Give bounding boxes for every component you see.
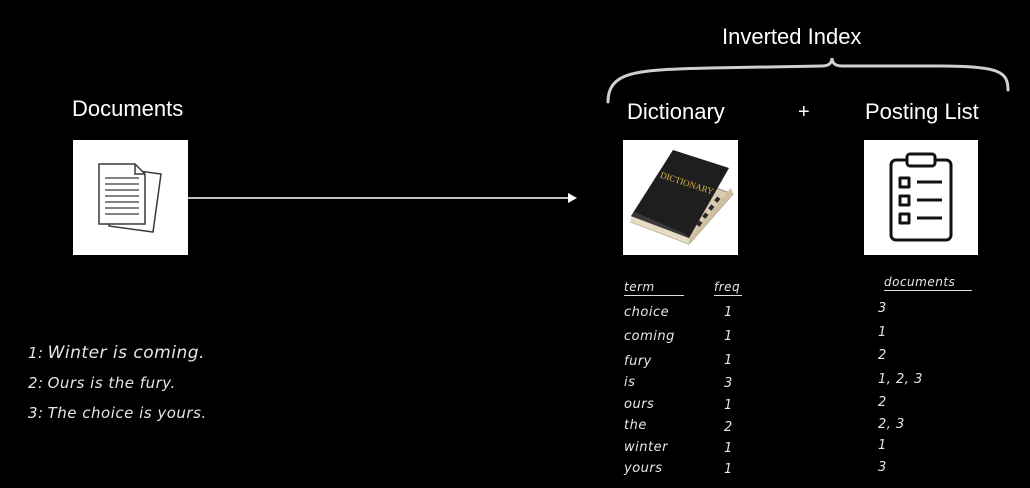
table-cell-docs: 2 <box>878 348 887 363</box>
table-cell-docs: 1 <box>878 438 887 453</box>
freq-header: freq <box>714 280 742 296</box>
dictionary-label: Dictionary <box>627 99 725 124</box>
table-row: coming <box>624 329 675 344</box>
table-row: the <box>624 418 647 433</box>
index-brace <box>606 58 1010 104</box>
table-row: ours <box>624 397 655 412</box>
table-cell-docs: 3 <box>878 460 887 475</box>
documents-title: Documents <box>72 96 184 121</box>
table-cell-docs: 2, 3 <box>878 417 905 432</box>
document-stack-icon <box>98 163 162 233</box>
table-row: winter <box>624 440 668 455</box>
table-cell-freq: 1 <box>724 441 733 456</box>
documents-card <box>73 140 188 255</box>
table-row: is <box>624 375 636 390</box>
table-cell-docs: 3 <box>878 301 887 316</box>
table-cell-freq: 3 <box>724 376 733 391</box>
inverted-index-title: Inverted Index <box>722 24 862 49</box>
document-line: 3:The choice is yours. <box>28 404 207 422</box>
document-line: 2:Ours is the fury. <box>28 374 176 392</box>
table-cell-freq: 2 <box>724 420 733 435</box>
table-cell-freq: 1 <box>724 462 733 477</box>
table-cell-freq: 1 <box>724 353 733 368</box>
table-cell-freq: 1 <box>724 398 733 413</box>
plus-sign: + <box>798 101 810 123</box>
posting-list-label: Posting List <box>865 99 979 124</box>
clipboard-checklist-icon <box>889 152 953 242</box>
document-lines: 1:Winter is coming. 2:Ours is the fury. … <box>28 338 207 428</box>
table-cell-docs: 1, 2, 3 <box>878 372 923 387</box>
table-row: fury <box>624 354 652 369</box>
table-cell-freq: 1 <box>724 329 733 344</box>
dictionary-book-icon: DICTIONARY <box>630 150 734 245</box>
index-table: term freq documents choice 1 3 coming 1 … <box>624 275 1004 485</box>
dictionary-card: DICTIONARY <box>623 140 738 255</box>
table-cell-docs: 2 <box>878 395 887 410</box>
table-cell-docs: 1 <box>878 325 887 340</box>
term-header: term <box>624 280 684 296</box>
document-line: 1:Winter is coming. <box>28 343 205 363</box>
table-row: yours <box>624 461 663 476</box>
posting-list-card <box>864 140 978 255</box>
table-row: choice <box>624 305 670 320</box>
documents-header: documents <box>884 275 972 291</box>
flow-arrow <box>188 193 577 203</box>
table-cell-freq: 1 <box>724 305 733 320</box>
